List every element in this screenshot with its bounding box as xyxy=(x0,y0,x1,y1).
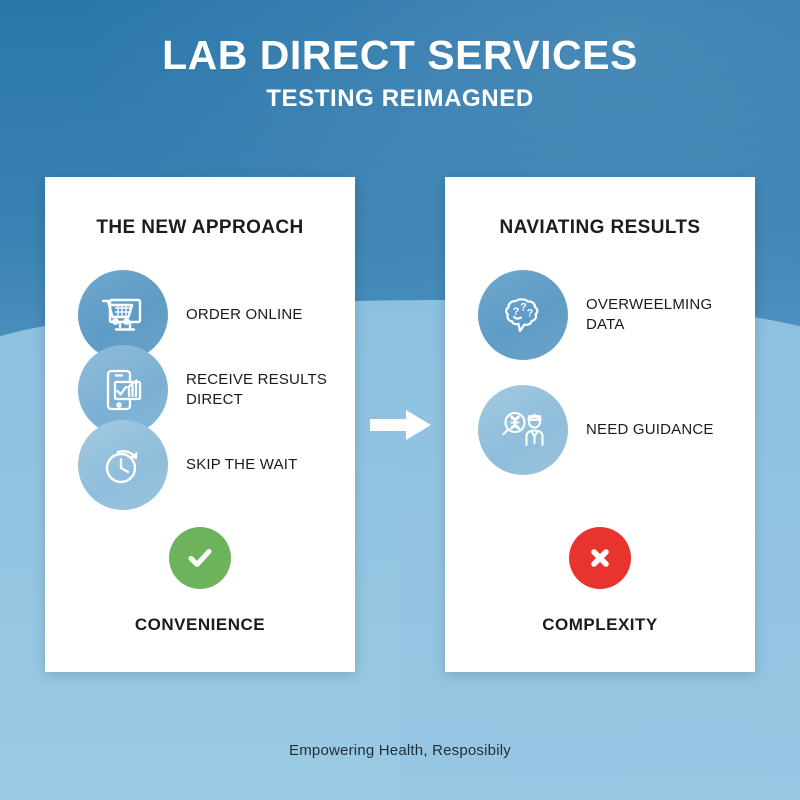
feature-overwhelming-data: ? ? ? OVERWEELMING DATA xyxy=(478,270,748,360)
dna-magnifier-doctor-icon xyxy=(478,385,568,475)
check-circle-icon xyxy=(169,527,231,589)
svg-text:?: ? xyxy=(513,306,520,318)
outcome-complexity: COMPLEXITY xyxy=(445,527,755,635)
outcome-label: CONVENIENCE xyxy=(134,615,266,634)
card-naviating-results: NAVIATING RESULTS ? ? ? OVERWEELMING DAT… xyxy=(445,177,755,672)
svg-text:?: ? xyxy=(527,308,534,320)
feature-label: OVERWEELMING DATA xyxy=(586,295,713,333)
feature-label: SKIP THE WAIT xyxy=(186,455,298,473)
page-subtitle: TESTING REIMAGNED xyxy=(266,85,534,113)
feature-label: RECEIVE RESULTS DIRECT xyxy=(186,370,328,408)
poster-header: LAB DIRECT SERVICES TESTING REIMAGNED xyxy=(0,32,800,113)
left-card-heading: THE NEW APPROACH xyxy=(96,217,304,238)
brain-question-icon: ? ? ? xyxy=(478,270,568,360)
page-title: LAB DIRECT SERVICES xyxy=(162,32,638,78)
outcome-label: COMPLEXITY xyxy=(542,615,658,634)
footer-tagline: Empowering Health, Resposibily xyxy=(289,742,511,759)
feature-need-guidance: NEED GUIDANCE xyxy=(478,385,748,475)
x-circle-icon xyxy=(569,527,631,589)
feature-label: ORDER ONLINE xyxy=(186,305,303,323)
outcome-convenience: CONVENIENCE xyxy=(45,527,355,635)
feature-skip-the-wait: SKIP THE WAIT xyxy=(78,420,348,510)
feature-label: NEED GUIDANCE xyxy=(586,420,714,438)
clock-arrow-icon xyxy=(78,420,168,510)
svg-text:?: ? xyxy=(520,302,527,314)
right-arrow-icon xyxy=(370,408,432,442)
card-new-approach: THE NEW APPROACH ORDER ONLINE xyxy=(45,177,355,672)
right-card-heading: NAVIATING RESULTS xyxy=(499,217,701,238)
